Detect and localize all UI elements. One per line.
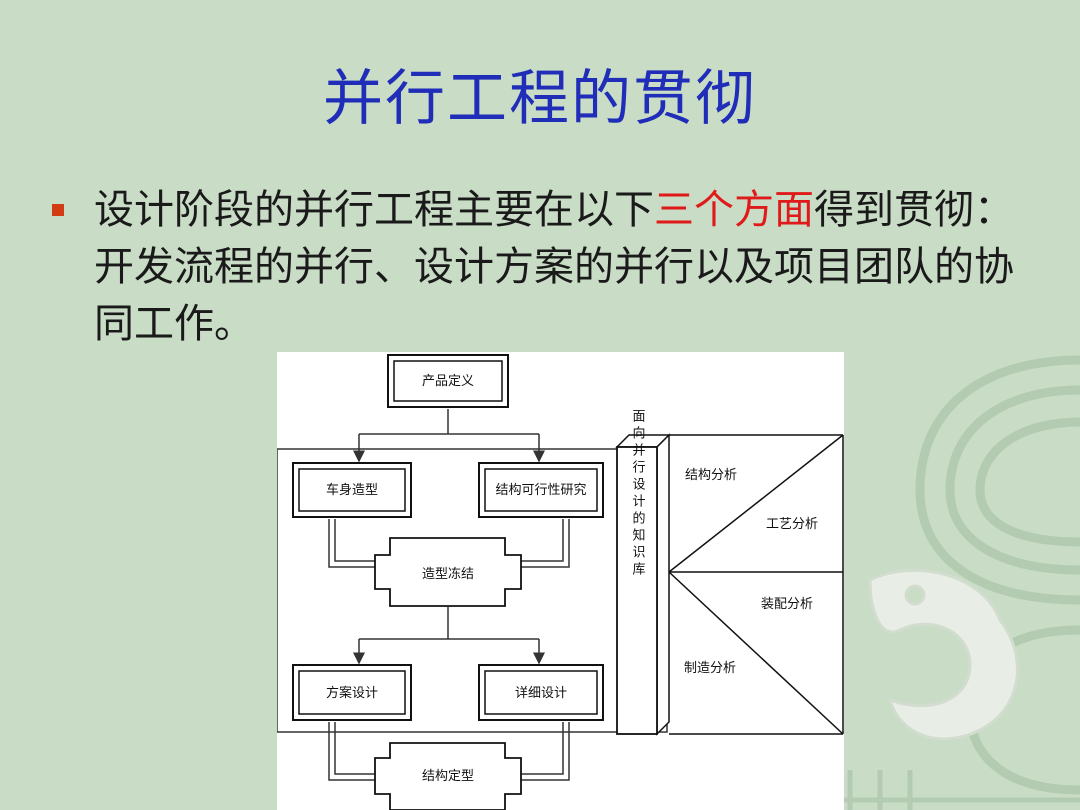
analysis-section — [668, 434, 844, 735]
label-structure-feasibility: 结构可行性研究 — [495, 483, 586, 498]
bullet-highlight: 三个方面 — [654, 187, 814, 233]
label-styling-freeze: 造型冻结 — [422, 566, 474, 582]
decorative-ornament — [830, 355, 1080, 810]
label-knowledge-base: 面向并行设计的知识库 — [630, 409, 646, 579]
bullet-square-icon — [52, 204, 64, 216]
label-detail-design: 详细设计 — [515, 686, 567, 701]
label-assembly-analysis: 装配分析 — [761, 597, 813, 612]
bullet-text-after: 得到贯彻：开发流程的并行、设计方案的并行以及项目团队的协同工作。 — [94, 187, 1014, 347]
label-process-analysis: 工艺分析 — [766, 517, 818, 532]
knowledge-base-pillar: 面向并行设计的知识库 — [615, 409, 671, 736]
label-manufacturing-analysis: 制造分析 — [684, 661, 736, 676]
label-body-styling: 车身造型 — [326, 482, 378, 498]
label-structural-analysis: 结构分析 — [685, 468, 737, 483]
box-product-definition: 产品定义 — [387, 354, 509, 408]
label-scheme-design: 方案设计 — [326, 685, 378, 701]
box-body-styling: 车身造型 — [292, 462, 412, 518]
slide-title: 并行工程的贯彻 — [323, 64, 757, 134]
bullet-text: 设计阶段的并行工程主要在以下三个方面得到贯彻：开发流程的并行、设计方案的并行以及… — [94, 182, 1014, 353]
box-structure-feasibility: 结构可行性研究 — [478, 462, 604, 518]
concurrent-design-diagram: 产品定义 车身造型 结构可行性研究 造型冻结 方案设计 详细设计 结构定型 面向… — [277, 352, 844, 810]
box-detail-design: 详细设计 — [478, 664, 604, 721]
box-structure-finalize: 结构定型 — [374, 742, 522, 810]
bullet-text-before: 设计阶段的并行工程主要在以下 — [94, 187, 654, 233]
box-styling-freeze: 造型冻结 — [374, 537, 522, 607]
box-scheme-design: 方案设计 — [292, 664, 412, 721]
label-product-definition: 产品定义 — [422, 374, 474, 389]
label-structure-finalize: 结构定型 — [422, 769, 474, 784]
